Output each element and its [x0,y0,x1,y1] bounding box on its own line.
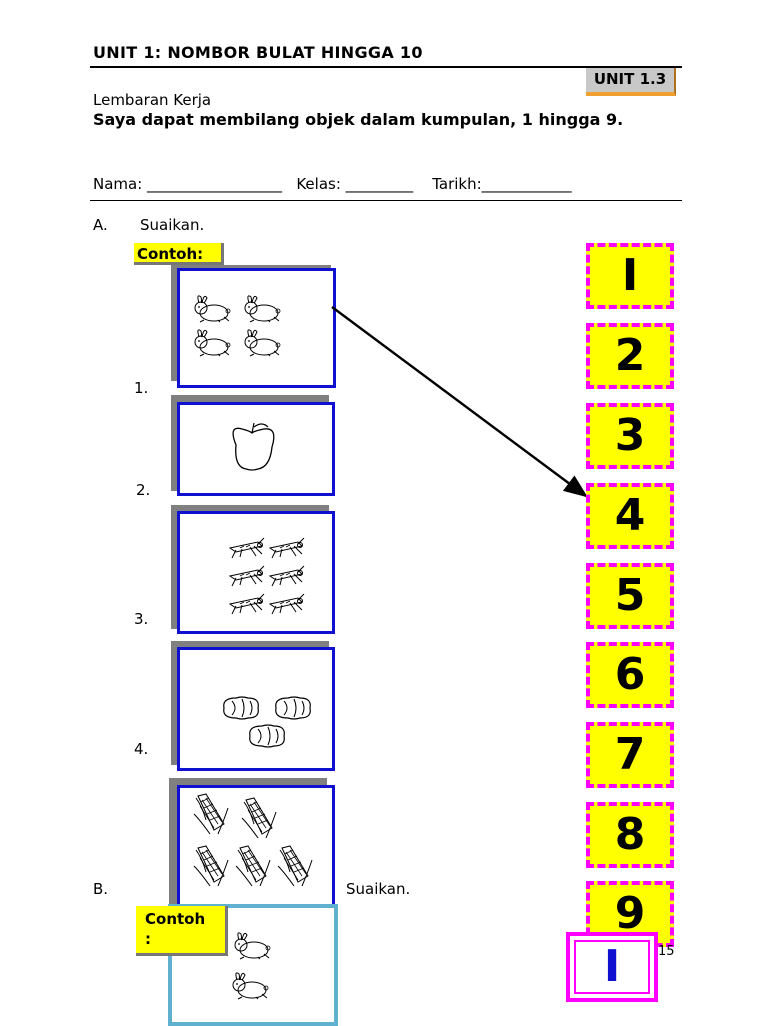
number-box-5[interactable]: 5 [586,563,674,629]
example-number-b: I [603,941,621,992]
section-b-instruction: Suaikan. [346,880,411,898]
question-number: 1. [134,379,149,397]
example-number-box-inner [574,940,650,994]
number-box-7[interactable]: 7 [586,722,674,788]
number-box-3[interactable]: 3 [586,403,674,469]
header-rule [90,66,682,68]
section-a-letter: A. [93,216,108,234]
number-box-2[interactable]: 2 [586,323,674,389]
example-number-box-b[interactable]: I [566,932,658,1002]
question-number: 4. [134,740,149,758]
student-info-fields[interactable]: Nama: __________________ Kelas: ________… [93,175,572,193]
example-label-b: Contoh : [136,906,228,956]
question-number: 2. [136,481,151,499]
objective-text: Saya dapat membilang objek dalam kumpula… [93,110,624,129]
number-box-4[interactable]: 4 [586,483,674,549]
number-box-6[interactable]: 6 [586,642,674,708]
worksheet-label: Lembaran Kerja [93,91,212,109]
apple-card[interactable] [177,402,335,496]
page-title: UNIT 1: NOMBOR BULAT HINGGA 10 [93,43,423,62]
example-label-a: Contoh: [134,243,224,265]
number-box-1[interactable]: I [586,243,674,309]
peanut-card[interactable] [177,647,335,771]
section-a-heading: A. Suaikan. [93,216,204,234]
example-label-b-line1: Contoh [145,910,206,928]
apple-icon [232,422,275,471]
info-rule [90,200,682,201]
section-a-instruction: Suaikan. [140,216,205,234]
example-card-a[interactable] [177,268,336,388]
question-number: 3. [134,610,149,628]
number-box-8[interactable]: 8 [586,802,674,868]
page-number: 15 [658,944,675,959]
example-label-b-line2: : [145,930,151,948]
section-b-letter: B. [93,880,109,898]
grasshopper-card[interactable] [177,511,335,634]
unit-badge: UNIT 1.3 [586,68,676,96]
